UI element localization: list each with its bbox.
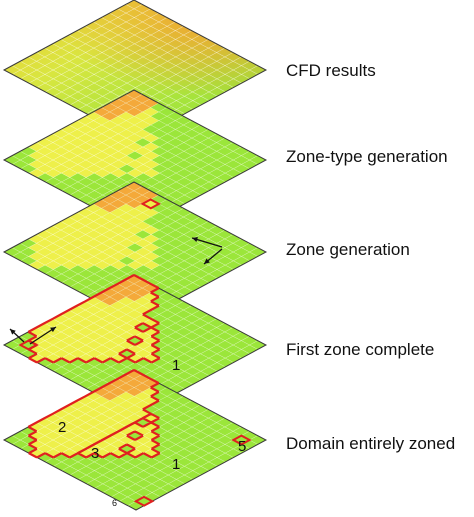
growth-arrow-down: [203, 248, 223, 265]
growth-arrow-up: [9, 328, 25, 343]
zone-number-6: 6: [112, 498, 117, 508]
layer-plane-1: [2, 0, 268, 141]
zone-1-boundary: [27, 274, 161, 364]
zone-seed-cell: [140, 198, 162, 210]
layer-label-first-zone-complete: First zone complete: [286, 340, 435, 359]
zone-3-boundary: [77, 412, 161, 459]
layer-label-zone-generation: Zone generation: [286, 240, 410, 259]
zone-5-boundary: [231, 434, 252, 446]
growth-arrow-right: [29, 326, 57, 345]
zone-number-1: 1: [172, 456, 180, 473]
layer-label-zone-type-generation: Zone-type generation: [286, 147, 448, 166]
zone-number-2: 2: [58, 419, 66, 436]
zone-number-1: 1: [172, 357, 180, 374]
grid-cells: [3, 181, 267, 323]
zone-number-5: 5: [238, 438, 246, 455]
zone-seed-cell: [18, 339, 39, 351]
growth-arrow-up: [191, 237, 223, 248]
zone-6-boundary: [133, 495, 155, 507]
layer-label-cfd-results: CFD results: [286, 61, 376, 80]
zone-number-3: 3: [91, 445, 99, 462]
layer-plane-3: [2, 181, 268, 323]
layer-label-domain-entirely-zoned: Domain entirely zoned: [286, 434, 456, 453]
